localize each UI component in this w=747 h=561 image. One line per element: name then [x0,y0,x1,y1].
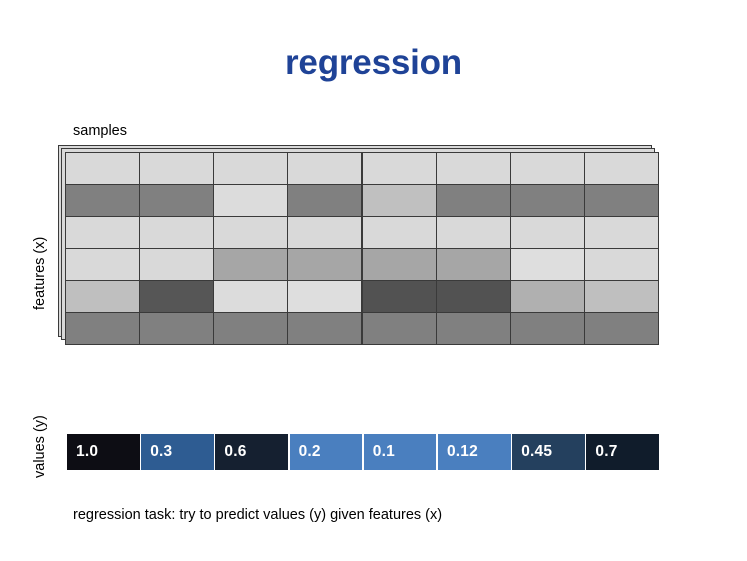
matrix-cell [140,313,214,344]
matrix-cell [585,153,658,184]
matrix-cell [436,313,510,344]
matrix-cell [66,153,139,184]
matrix-cell [510,217,584,248]
matrix-cell [436,249,510,280]
values-axis-label: values (y) [32,415,48,478]
matrix-cell [288,185,362,216]
matrix-cell [436,217,510,248]
matrix-cell [510,281,584,312]
matrix-cell [66,281,139,312]
matrix-cell [585,185,658,216]
value-cell: 0.1 [363,434,437,470]
matrix-cell [436,153,510,184]
matrix-cell [362,217,436,248]
matrix-cell [362,249,436,280]
matrix-cell [436,281,510,312]
matrix-cell [585,281,658,312]
value-cell: 0.6 [215,434,288,470]
matrix-cell [585,217,658,248]
value-cell: 1.0 [67,434,140,470]
matrix-cell [66,313,139,344]
matrix-cell [214,249,288,280]
value-cell: 0.7 [586,434,659,470]
matrix-cell [214,281,288,312]
matrix-cell [140,217,214,248]
matrix-cell [510,153,584,184]
value-cell: 0.12 [437,434,511,470]
value-cell: 0.3 [141,434,214,470]
matrix-cell [214,313,288,344]
matrix-cell [585,313,658,344]
matrix-cell [140,249,214,280]
matrix-cell [66,217,139,248]
matrix-cell [362,313,436,344]
matrix-cell [510,313,584,344]
matrix-cell [288,217,362,248]
matrix-cell [510,249,584,280]
feature-matrix [58,145,659,345]
matrix-cell [288,249,362,280]
matrix-cell [288,281,362,312]
matrix-cell [214,185,288,216]
feature-matrix-grid [65,152,659,345]
matrix-cell [288,313,362,344]
matrix-cell [140,185,214,216]
matrix-cell [214,153,288,184]
matrix-cell [214,217,288,248]
matrix-cell [362,153,436,184]
value-cell: 0.2 [289,434,363,470]
matrix-cell [66,249,139,280]
matrix-cell [510,185,584,216]
matrix-cell [362,185,436,216]
features-axis-label: features (x) [32,236,48,310]
matrix-cell [362,281,436,312]
page-title: regression [285,43,462,82]
matrix-cell [585,249,658,280]
matrix-cell [140,153,214,184]
samples-axis-label: samples [73,123,127,139]
caption-text: regression task: try to predict values (… [73,507,443,523]
value-cell: 0.45 [512,434,585,470]
matrix-cell [436,185,510,216]
matrix-cell [140,281,214,312]
matrix-cell [66,185,139,216]
matrix-cell [288,153,362,184]
